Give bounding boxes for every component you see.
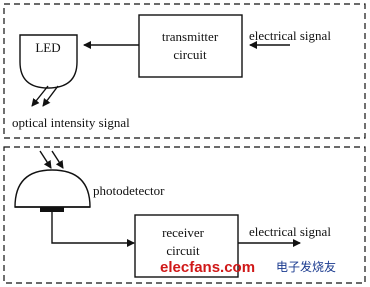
watermark-cn-text: 电子发烧友 xyxy=(276,259,336,274)
receiver-output-label: electrical signal xyxy=(249,224,331,239)
incoming-ray-icon xyxy=(51,150,64,169)
receiver-circuit-box xyxy=(134,214,239,278)
transmitter-panel-border xyxy=(3,3,366,139)
transmitter-input-label: electrical signal xyxy=(249,28,331,43)
transmitter-circuit-label-line2: circuit xyxy=(173,47,207,62)
watermark-logo-text: elecfans.com xyxy=(160,259,255,276)
light-ray-icon xyxy=(42,85,59,107)
led-icon xyxy=(19,34,78,89)
receiver-panel-border xyxy=(3,146,366,284)
photodetector-label: photodetector xyxy=(93,183,165,198)
receiver-circuit-label-line1: receiver xyxy=(162,225,205,240)
incoming-ray-icon xyxy=(39,150,52,169)
photodetector-icon xyxy=(14,169,91,208)
light-ray-icon xyxy=(31,85,49,107)
receiver-circuit-label-line2: circuit xyxy=(166,243,200,258)
transmitter-circuit-box xyxy=(138,14,243,78)
optical-output-label: optical intensity signal xyxy=(12,115,130,130)
led-label: LED xyxy=(35,40,60,55)
detector-chip-icon xyxy=(40,207,64,212)
detector-to-receiver-arrow xyxy=(51,212,135,247)
transmitter-circuit-label-line1: transmitter xyxy=(162,29,219,44)
